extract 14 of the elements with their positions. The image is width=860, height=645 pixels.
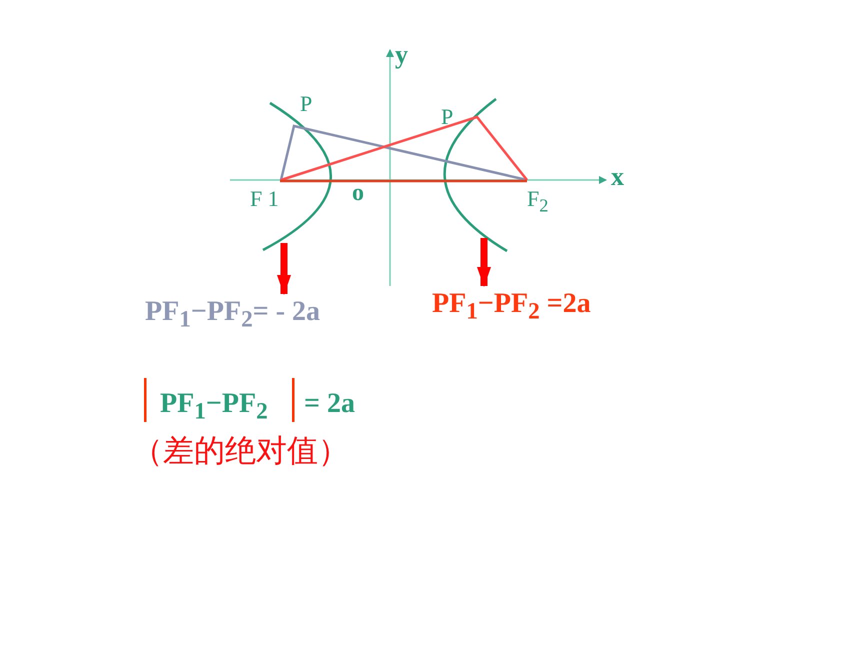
- arrow: [477, 238, 491, 287]
- formula: = 2a: [304, 390, 355, 418]
- point-label: F$_{2}$: [527, 188, 548, 215]
- axis-label: x: [611, 164, 624, 190]
- point-label: P: [441, 106, 454, 128]
- arrow: [277, 243, 291, 295]
- formula: PF$_{1}$−PF$_{2}$= - 2a: [145, 298, 320, 332]
- point-label: F 1: [250, 188, 279, 210]
- axis-label: y: [395, 42, 408, 68]
- point-label: P: [300, 93, 312, 115]
- formula: PF$_{1}$−PF$_{2}$ =2a: [432, 290, 591, 324]
- formula: PF$_{1}$−PF$_{2}$: [160, 390, 268, 424]
- note: （差的绝对值）: [132, 436, 349, 467]
- origin-label: o: [352, 181, 364, 205]
